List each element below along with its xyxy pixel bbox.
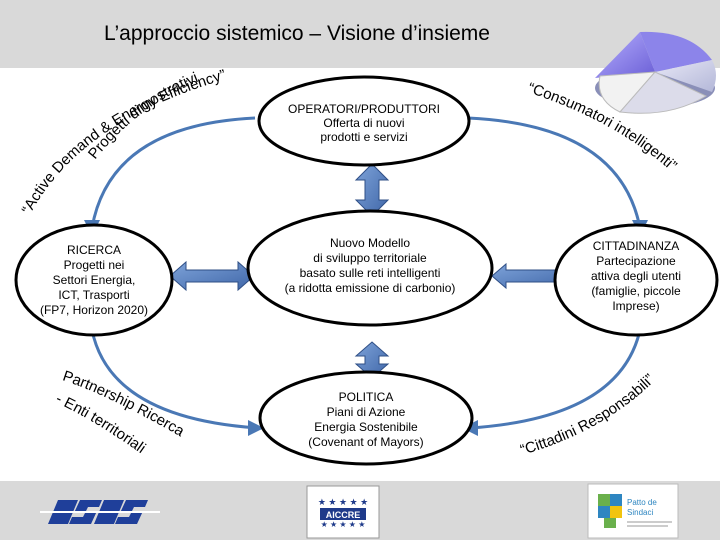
node-center-line-3: basato sulle reti intelligenti [300, 266, 441, 280]
node-cittadinanza [553, 223, 719, 337]
node-left-line-5: (FP7, Horizon 2020) [40, 303, 148, 317]
aiccre-logo: ★ ★ ★ ★ ★ ★ ★ ★ ★ ★ AICCRE [306, 485, 380, 539]
arc-text-active-path: “Active Demand & Energy Efficiency” [19, 66, 228, 216]
cycle-arrows [90, 116, 642, 430]
node-center-line-2: di sviluppo territoriale [313, 251, 427, 265]
node-right-line-5: Imprese) [612, 299, 659, 313]
node-right-line-3: attiva degli utenti [591, 269, 681, 283]
node-left-line-3: Settori Energia, [53, 273, 136, 287]
node-top-line-1: OPERATORI/PRODUTTORI [288, 102, 440, 116]
node-right-line-4: (famiglie, piccole [591, 284, 681, 298]
patto-label-1: Patto de [627, 498, 657, 507]
double-arrow-horizontal-left [169, 260, 255, 292]
node-bottom-line-1: POLITICA [339, 390, 394, 404]
isis-logo [40, 500, 160, 524]
node-left-line-2: Progetti nei [64, 258, 125, 272]
node-bottom-line-2: Piani di Azione [327, 405, 406, 419]
arc-text-cittadini-path: “Cittadini Responsabili” [518, 371, 658, 459]
node-left-line-1: RICERCA [67, 243, 121, 257]
node-center-line-1: Nuovo Modello [330, 236, 410, 250]
header-band [0, 0, 720, 68]
node-bottom-line-3: Energia Sostenibile [314, 420, 418, 434]
aiccre-stars: ★ ★ ★ ★ ★ [318, 497, 368, 507]
arc-text-cittadini: “Cittadini Responsabili” [518, 371, 658, 459]
node-ricerca [14, 223, 174, 337]
node-politica [258, 370, 474, 466]
pie-chart-3d-icon [595, 31, 716, 114]
node-right-line-2: Partecipazione [596, 254, 676, 268]
node-nuovo-modello [246, 209, 494, 327]
patto-sindaci-logo: Patto de Sindaci [587, 483, 679, 539]
aiccre-stars-bottom: ★ ★ ★ ★ ★ [321, 520, 366, 529]
arrow-head-bottom-left [248, 420, 264, 436]
aiccre-label: AICCRE [326, 510, 361, 520]
node-left-line-4: ICT, Trasporti [58, 288, 129, 302]
patto-label-2: Sindaci [627, 508, 653, 517]
node-right-line-1: CITTADINANZA [593, 239, 679, 253]
page-title: L’approccio sistemico – Visione d’insiem… [104, 22, 490, 45]
double-arrow-vertical-top [354, 163, 390, 217]
arc-text-active: “Active Demand & Energy Efficiency” [19, 66, 228, 216]
node-top-line-3: prodotti e servizi [320, 130, 407, 144]
node-operatori [257, 75, 471, 167]
node-bottom-line-4: (Covenant of Mayors) [308, 435, 423, 449]
node-center-line-4: (a ridotta emissione di carbonio) [285, 281, 456, 295]
node-top-line-2: Offerta di nuovi [323, 116, 404, 130]
